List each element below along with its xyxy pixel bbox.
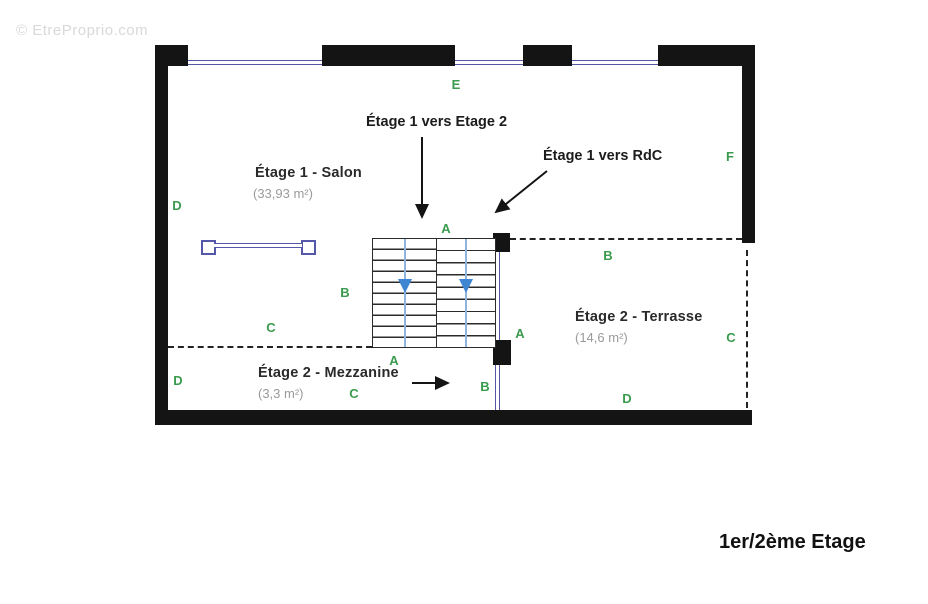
window-top-right xyxy=(572,60,658,65)
arrow-to-stairs-down-icon xyxy=(494,170,548,214)
marker-d-salon-left: D xyxy=(172,198,182,213)
wall-bottom xyxy=(155,410,752,425)
wall-right xyxy=(742,45,755,243)
wall-top-segment-4 xyxy=(658,45,755,66)
annotation-stairs-down: Étage 1 vers RdC xyxy=(543,148,663,164)
wall-post-stairs-top xyxy=(493,233,510,252)
stair-down-arrow-icon xyxy=(459,279,473,293)
stair-down-arrow-icon xyxy=(398,279,412,293)
dashed-terrasse-right xyxy=(746,250,748,408)
room-name-mezzanine: Étage 2 - Mezzanine xyxy=(258,365,399,381)
marker-a-stairs-bottom: A xyxy=(389,353,399,368)
dashed-terrasse-top xyxy=(510,238,742,240)
window-top-center xyxy=(455,60,523,65)
room-area-terrasse: (14,6 m²) xyxy=(575,330,628,345)
stair-centerline-right xyxy=(465,239,467,347)
railing-bar xyxy=(214,243,302,248)
wall-top-segment-3 xyxy=(523,45,572,66)
marker-e-top-wall: E xyxy=(451,77,461,92)
room-area-mezzanine: (3,3 m²) xyxy=(258,386,304,401)
dashed-mezzanine xyxy=(168,346,372,348)
wall-left xyxy=(155,45,168,425)
marker-a-terrasse-left: A xyxy=(515,326,525,341)
stair-centerline-left xyxy=(404,239,406,347)
room-name-salon: Étage 1 - Salon xyxy=(255,165,362,181)
marker-c-mezzanine: C xyxy=(349,386,359,401)
wall-top-segment-2 xyxy=(322,45,455,66)
marker-d-terrasse-bottom: D xyxy=(622,391,632,406)
window-top-left xyxy=(188,60,322,65)
railing-end-right xyxy=(301,240,316,255)
watermark: © EtreProprio.com xyxy=(16,22,149,39)
marker-c-salon: C xyxy=(266,320,276,335)
marker-b-terrasse-top: B xyxy=(603,248,613,263)
marker-b-mezzanine-right: B xyxy=(480,379,490,394)
marker-a-stairs-top: A xyxy=(441,221,451,236)
annotation-stairs-up: Étage 1 vers Etage 2 xyxy=(366,114,508,130)
marker-c-terrasse-right: C xyxy=(726,330,736,345)
glass-stairs-lower xyxy=(495,365,500,410)
wall-post-stairs-bottom xyxy=(493,340,511,365)
room-area-salon: (33,93 m²) xyxy=(253,186,313,201)
room-name-terrasse: Étage 2 - Terrasse xyxy=(575,309,703,325)
marker-b-salon: B xyxy=(340,285,350,300)
plan-title: 1er/2ème Etage xyxy=(719,531,866,553)
marker-f-right-wall: F xyxy=(726,149,734,164)
marker-d-mezzanine-left: D xyxy=(173,373,183,388)
